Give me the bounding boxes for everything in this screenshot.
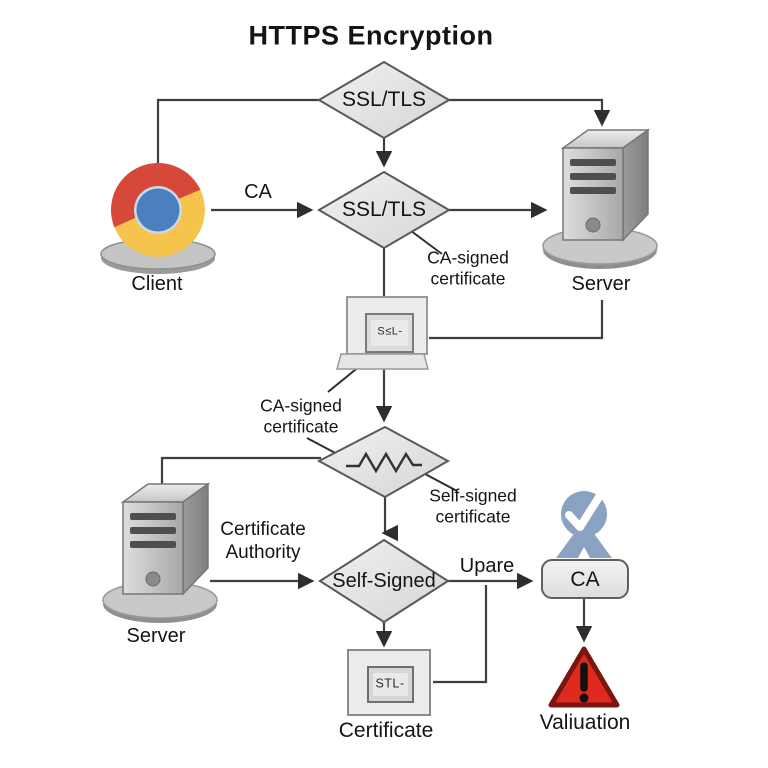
server-bottom-label: Server bbox=[126, 624, 186, 647]
laptop-screen-text: S≤L- bbox=[377, 325, 403, 338]
diamond-ssl-tls-mid bbox=[317, 170, 451, 250]
edge-label-upare: Upare bbox=[459, 554, 515, 577]
diamond-label-ssl-top: SSL/TLS bbox=[341, 88, 427, 112]
edge-ssl-top-to-server bbox=[449, 98, 611, 127]
diamond-ssl-tls-top bbox=[317, 60, 451, 140]
diamond-label-self-signed: Self-Signed bbox=[332, 569, 436, 592]
edge-label-ca: CA bbox=[244, 180, 272, 203]
label-self-signed-cert: Self-signed certificate bbox=[429, 485, 517, 527]
edge-server-to-laptop bbox=[429, 300, 604, 340]
label-certificate-authority: Certificate Authority bbox=[220, 518, 306, 563]
certificate-label: Certificate bbox=[338, 719, 434, 743]
connector-lines bbox=[156, 98, 611, 684]
zigzag-icon bbox=[346, 451, 422, 474]
ca-authority-icon bbox=[541, 491, 629, 599]
edge-ssl-top-to-client bbox=[156, 98, 319, 168]
edge-upare-to-certificate bbox=[433, 585, 488, 684]
diamond-self-signed bbox=[318, 538, 450, 624]
ca-box bbox=[541, 559, 629, 599]
valuation-label: Valiuation bbox=[539, 711, 631, 735]
server-icon-top bbox=[542, 129, 658, 270]
page-title: HTTPS Encryption bbox=[248, 20, 494, 51]
server-icon-bottom bbox=[102, 483, 218, 624]
laptop-certificate-icon bbox=[336, 296, 429, 370]
edge-check-to-selfsigned bbox=[381, 497, 399, 542]
diamond-label-ssl-mid: SSL/TLS bbox=[341, 198, 427, 222]
warning-triangle-icon bbox=[548, 646, 620, 708]
chrome-client-icon bbox=[100, 163, 216, 274]
label-ca-signed-mid: CA-signed certificate bbox=[260, 395, 342, 437]
certificate-box-icon bbox=[347, 649, 431, 716]
diamond-certificate-check bbox=[316, 425, 451, 499]
ca-box-label: CA bbox=[570, 568, 600, 592]
server-top-label: Server bbox=[571, 272, 631, 295]
label-ca-signed-top: CA-signed certificate bbox=[427, 247, 509, 289]
client-label: Client bbox=[131, 272, 183, 295]
certificate-screen-text: STL- bbox=[375, 676, 405, 691]
